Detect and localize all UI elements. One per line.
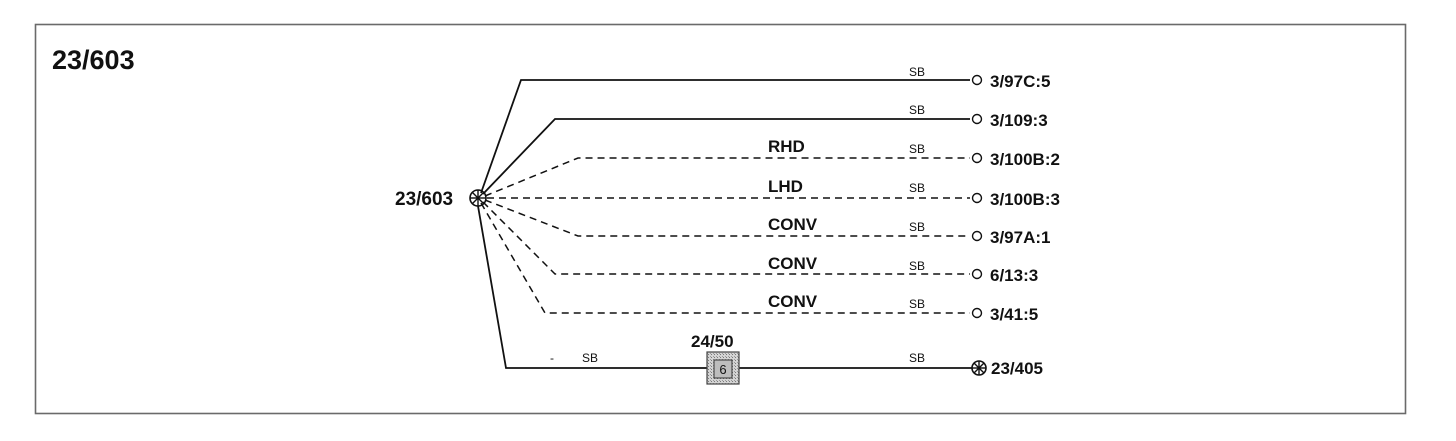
- wire-color-label: SB: [909, 297, 925, 311]
- wire-color-label: SB: [909, 220, 925, 234]
- wire-solid: [482, 118, 970, 195]
- terminal-icon: [971, 74, 983, 86]
- wire-solid: [480, 79, 970, 194]
- connector-pin-box: [713, 359, 733, 379]
- wire-solid: [477, 205, 707, 369]
- terminal-label: 3/97C:5: [990, 72, 1050, 91]
- wire-color-label: SB: [909, 142, 925, 156]
- diagram-title: 23/603: [52, 45, 135, 75]
- branch-3-97a-1: CONV SB 3/97A:1: [484, 199, 1050, 247]
- bottom-run-23-405: - SB 24/50 6 SB 23/405: [477, 205, 1043, 385]
- terminal-label: 3/109:3: [990, 111, 1048, 130]
- wire-color-label: SB: [909, 181, 925, 195]
- terminal-icon: [971, 230, 983, 242]
- terminal-icon: [971, 192, 983, 204]
- wire-color-label: SB: [909, 65, 925, 79]
- wire-color-label: SB: [909, 351, 925, 365]
- branch-6-13-3: CONV SB 6/13:3: [482, 201, 1038, 285]
- wire-color-label: SB: [909, 103, 925, 117]
- condition-label: RHD: [768, 137, 805, 156]
- wire-dashed: [484, 157, 970, 197]
- connector-label: 24/50: [691, 332, 734, 351]
- condition-label: CONV: [768, 215, 818, 234]
- condition-label: LHD: [768, 177, 803, 196]
- terminal-label: 3/41:5: [990, 305, 1038, 324]
- branch-3-97c-5: SB 3/97C:5: [480, 65, 1050, 194]
- terminal-icon: [971, 307, 983, 319]
- condition-label: CONV: [768, 292, 818, 311]
- terminal-label: 6/13:3: [990, 266, 1038, 285]
- branch-3-41-5: CONV SB 3/41:5: [480, 202, 1038, 324]
- wire-color-label: SB: [909, 259, 925, 273]
- terminal-label: 3/100B:3: [990, 190, 1060, 209]
- wire-color-label: SB: [582, 351, 598, 365]
- branch-3-100b-3: LHD SB 3/100B:3: [487, 177, 1060, 209]
- connector-pin-label: 6: [719, 362, 726, 377]
- branch-3-100b-2: RHD SB 3/100B:2: [484, 137, 1060, 197]
- terminal-icon: [971, 113, 983, 125]
- wire-dashed: [480, 202, 970, 314]
- terminal-icon: [971, 152, 983, 164]
- wire-tick: -: [550, 351, 554, 365]
- terminal-label: 3/97A:1: [990, 228, 1050, 247]
- terminal-label: 23/405: [991, 359, 1043, 378]
- wire-dashed: [484, 199, 970, 237]
- wire-dashed: [482, 201, 970, 275]
- condition-label: CONV: [768, 254, 818, 273]
- terminal-icon: [971, 268, 983, 280]
- branch-3-109-3: SB 3/109:3: [482, 103, 1048, 195]
- diagram-frame: [34, 23, 1407, 415]
- target-splice-icon: [971, 360, 987, 376]
- source-node-label: 23/603: [395, 189, 453, 210]
- terminal-label: 3/100B:2: [990, 150, 1060, 169]
